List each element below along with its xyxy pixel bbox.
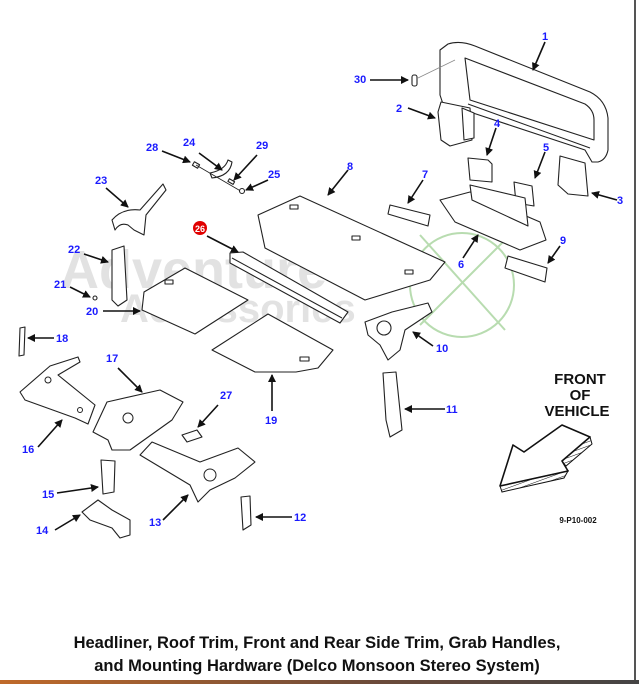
- front-of-vehicle-indicator: FRONT OF VEHICLE 9-P10-002: [499, 371, 610, 525]
- front-label-line-1: FRONT: [554, 371, 606, 388]
- callout-4[interactable]: 4: [494, 118, 501, 130]
- callout-2[interactable]: 2: [396, 103, 402, 115]
- bottom-border: [0, 680, 639, 684]
- part-15-bracket[interactable]: [100, 459, 116, 495]
- part-17-console-trim[interactable]: [92, 389, 184, 451]
- part-19-headliner-panel[interactable]: [211, 313, 334, 373]
- part-30-clip[interactable]: [411, 59, 456, 87]
- callout-27[interactable]: 27: [220, 390, 232, 402]
- part-20-headliner-panel[interactable]: [141, 267, 249, 335]
- diagram-caption: Headliner, Roof Trim, Front and Rear Sid…: [0, 632, 634, 678]
- callout-24[interactable]: 24: [183, 137, 196, 149]
- part-29-screw[interactable]: [227, 178, 236, 185]
- part-13-side-trim[interactable]: [139, 441, 256, 503]
- callout-20[interactable]: 20: [86, 306, 98, 318]
- part-12-clip[interactable]: [240, 495, 252, 531]
- callout-30[interactable]: 30: [354, 74, 366, 86]
- caption-line-1: Headliner, Roof Trim, Front and Rear Sid…: [73, 634, 561, 652]
- callout-1[interactable]: 1: [542, 31, 548, 43]
- watermark-logo-icon: [409, 232, 515, 338]
- part-11-trim-panel[interactable]: [382, 371, 403, 438]
- callout-5[interactable]: 5: [543, 142, 549, 154]
- part-27-label[interactable]: [181, 429, 203, 443]
- leader-lines: [27, 41, 618, 531]
- callout-25[interactable]: 25: [268, 169, 280, 181]
- callout-13[interactable]: 13: [149, 517, 161, 529]
- part-25-nut[interactable]: [238, 187, 246, 195]
- callout-7[interactable]: 7: [422, 169, 428, 181]
- figure-code: 9-P10-002: [559, 516, 597, 525]
- part-9-trim-strip[interactable]: [504, 255, 548, 283]
- part-8-headliner[interactable]: [257, 195, 446, 301]
- part-2-trim-block[interactable]: [437, 101, 475, 147]
- callout-29[interactable]: 29: [256, 140, 268, 152]
- callout-3[interactable]: 3: [617, 195, 623, 207]
- callout-10[interactable]: 10: [436, 343, 448, 355]
- callout-labels: 1 2 3 4 5 6 7 8 9 10 11 12 13 14 15 16 1…: [22, 31, 623, 537]
- callout-26-badge[interactable]: 26: [193, 221, 207, 235]
- part-4-bracket[interactable]: [467, 157, 493, 183]
- front-label-line-2: OF: [570, 387, 591, 404]
- callout-22[interactable]: 22: [68, 244, 80, 256]
- callout-8[interactable]: 8: [347, 161, 353, 173]
- part-23-grab-handle[interactable]: [111, 183, 167, 236]
- front-of-vehicle-arrow-icon: [499, 424, 593, 493]
- part-22-pillar-trim[interactable]: [111, 245, 128, 307]
- part-16-side-trim[interactable]: [19, 356, 96, 425]
- callout-12[interactable]: 12: [294, 512, 306, 524]
- part-18-trim-strip[interactable]: [18, 326, 26, 357]
- callout-28[interactable]: 28: [146, 142, 158, 154]
- callout-11[interactable]: 11: [446, 404, 458, 416]
- part-7-trim-strip[interactable]: [387, 204, 431, 227]
- callout-21[interactable]: 21: [54, 279, 66, 291]
- part-26-roof-bar[interactable]: [229, 251, 349, 324]
- part-6-rear-trim[interactable]: [439, 184, 547, 251]
- callout-16[interactable]: 16: [22, 444, 34, 456]
- callout-14[interactable]: 14: [36, 525, 49, 537]
- callout-18[interactable]: 18: [56, 333, 68, 345]
- callout-26[interactable]: 26: [195, 224, 205, 234]
- front-label-line-3: VEHICLE: [544, 403, 609, 420]
- callout-9[interactable]: 9: [560, 235, 566, 247]
- caption-line-2: and Mounting Hardware (Delco Monsoon Ste…: [94, 657, 540, 675]
- part-3-trim-panel[interactable]: [557, 155, 589, 197]
- callout-15[interactable]: 15: [42, 489, 54, 501]
- part-21-screw[interactable]: [92, 295, 98, 301]
- callout-19[interactable]: 19: [265, 415, 277, 427]
- callout-17[interactable]: 17: [106, 353, 118, 365]
- part-14-bracket[interactable]: [81, 499, 131, 539]
- part-1-header-trim[interactable]: [439, 41, 609, 163]
- callout-23[interactable]: 23: [95, 175, 107, 187]
- callout-6[interactable]: 6: [458, 259, 464, 271]
- part-10-pillar-trim[interactable]: [364, 302, 433, 361]
